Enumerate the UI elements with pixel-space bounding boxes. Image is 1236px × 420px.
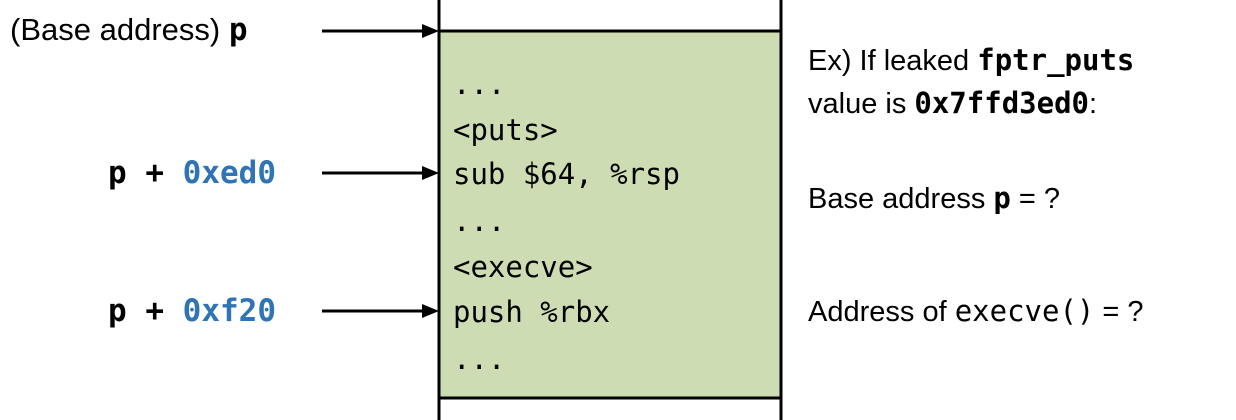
arrow-base-address bbox=[322, 24, 439, 38]
question-execve-suffix: = ? bbox=[1094, 296, 1144, 328]
memory-line-ellipsis-bottom: ... bbox=[453, 342, 506, 376]
base-address-label: (Base address) p bbox=[10, 12, 248, 48]
execve-offset-plus: + bbox=[126, 293, 183, 329]
memory-line-sub-rsp: sub $64, %rsp bbox=[453, 157, 680, 191]
execve-offset-var: p bbox=[108, 293, 127, 329]
question-leak-symbol: fptr_puts bbox=[977, 43, 1135, 77]
question-execve-prefix: Address of bbox=[808, 296, 955, 328]
puts-offset-label: p + 0xed0 bbox=[108, 155, 276, 191]
question-line-leak: Ex) If leaked fptr_puts bbox=[808, 43, 1134, 78]
arrow-execve-offset bbox=[322, 304, 439, 318]
memory-line-push-rbx: push %rbx bbox=[453, 295, 611, 329]
puts-offset-plus: + bbox=[126, 155, 183, 191]
question-leak-prefix: Ex) If leaked bbox=[808, 45, 978, 77]
execve-offset-value: 0xf20 bbox=[182, 293, 276, 329]
question-value-suffix: : bbox=[1089, 88, 1098, 120]
question-execve-func: execve() bbox=[954, 294, 1095, 328]
puts-offset-value: 0xed0 bbox=[182, 155, 276, 191]
question-base-address: Base address p = ? bbox=[808, 181, 1060, 216]
question-base-var: p bbox=[993, 181, 1011, 215]
question-base-prefix: Base address bbox=[808, 183, 994, 215]
puts-offset-var: p bbox=[108, 155, 127, 191]
base-address-var: p bbox=[228, 12, 248, 48]
memory-line-ellipsis-middle: ... bbox=[453, 204, 506, 238]
question-line-value: value is 0x7ffd3ed0: bbox=[808, 86, 1097, 121]
execve-offset-label: p + 0xf20 bbox=[108, 293, 276, 329]
base-address-prefix: (Base address) bbox=[10, 12, 229, 47]
question-value-address: 0x7ffd3ed0 bbox=[914, 86, 1089, 120]
memory-region-block bbox=[437, 29, 783, 400]
question-execve-address: Address of execve() = ? bbox=[808, 294, 1144, 329]
memory-line-execve-symbol: <execve> bbox=[453, 250, 593, 284]
arrow-puts-offset bbox=[322, 166, 439, 180]
question-base-suffix: = ? bbox=[1010, 183, 1061, 215]
memory-line-puts-symbol: <puts> bbox=[453, 113, 558, 147]
question-value-prefix: value is bbox=[808, 88, 915, 120]
memory-line-ellipsis-top: ... bbox=[453, 67, 506, 101]
